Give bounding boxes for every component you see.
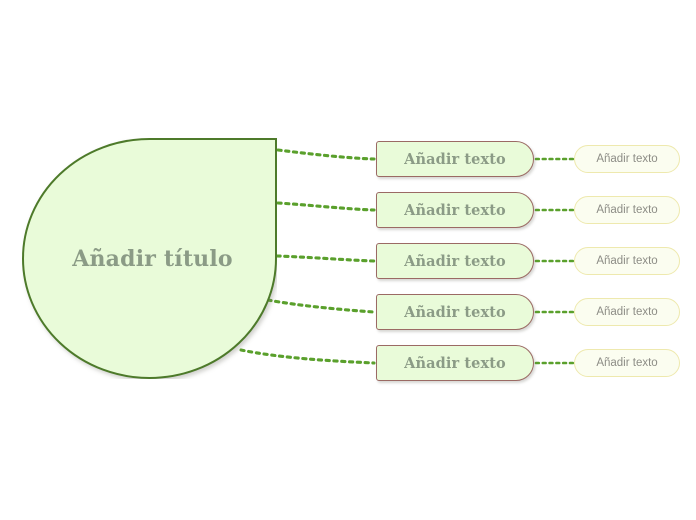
leaf-node[interactable]: Añadir texto [574, 196, 680, 224]
leaf-node[interactable]: Añadir texto [574, 145, 680, 173]
root-node[interactable]: Añadir título [22, 138, 277, 379]
root-to-branch-connector [276, 201, 376, 212]
branch-node[interactable]: Añadir texto [376, 243, 534, 279]
root-to-branch-connector [266, 298, 376, 314]
branch-node-label: Añadir texto [404, 150, 506, 168]
branch-node-label: Añadir texto [404, 303, 506, 321]
leaf-node[interactable]: Añadir texto [574, 247, 680, 275]
branch-node[interactable]: Añadir texto [376, 294, 534, 330]
leaf-node[interactable]: Añadir texto [574, 298, 680, 326]
branch-node-label: Añadir texto [404, 201, 506, 219]
leaf-node-label: Añadir texto [596, 204, 658, 216]
root-node-label: Añadir título [72, 245, 233, 272]
branch-node[interactable]: Añadir texto [376, 141, 534, 177]
branch-node[interactable]: Añadir texto [376, 192, 534, 228]
root-to-branch-connector [275, 254, 376, 263]
root-node-shape [22, 138, 277, 379]
leaf-node-label: Añadir texto [596, 153, 658, 165]
branch-node[interactable]: Añadir texto [376, 345, 534, 381]
leaf-node-label: Añadir texto [596, 255, 658, 267]
leaf-node[interactable]: Añadir texto [574, 349, 680, 377]
branch-node-label: Añadir texto [404, 354, 506, 372]
leaf-node-label: Añadir texto [596, 306, 658, 318]
leaf-node-label: Añadir texto [596, 357, 658, 369]
branch-to-leaf-edges [534, 157, 575, 365]
root-to-branch-connector [276, 148, 376, 161]
branch-node-label: Añadir texto [404, 252, 506, 270]
